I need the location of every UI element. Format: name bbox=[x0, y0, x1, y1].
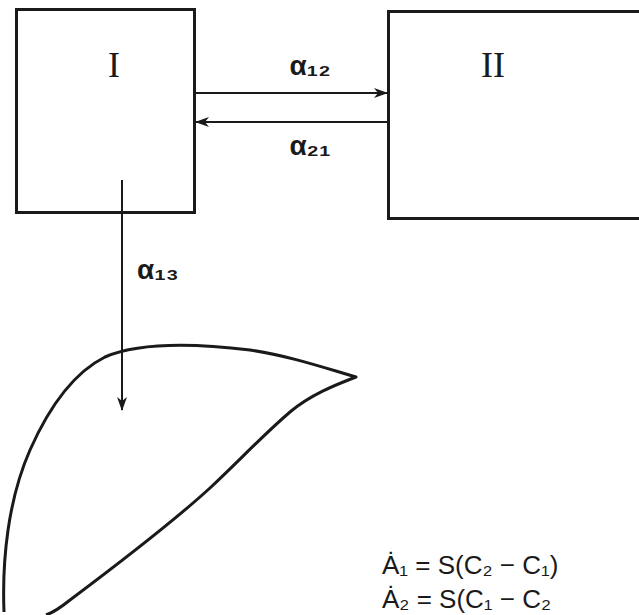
flow-arrow bbox=[121, 180, 123, 410]
liver-outline bbox=[4, 346, 356, 615]
compartment-box: II bbox=[387, 10, 639, 220]
compartment-label: I bbox=[108, 47, 120, 83]
rate-constant: α₁₃ bbox=[135, 256, 181, 284]
rate-equation: Ȧ₁ = S(C₂ − C₁) bbox=[382, 552, 558, 578]
rate-equation: Ȧ₂ = S(C₁ − C₂ bbox=[382, 586, 551, 612]
compartment-label: II bbox=[481, 47, 505, 83]
transfer-arrow bbox=[196, 121, 387, 123]
rate-constant: α₁₂ bbox=[287, 52, 332, 80]
compartment-box: I bbox=[15, 8, 196, 214]
transfer-arrow bbox=[196, 92, 387, 94]
rate-constant: α₂₁ bbox=[287, 132, 332, 160]
